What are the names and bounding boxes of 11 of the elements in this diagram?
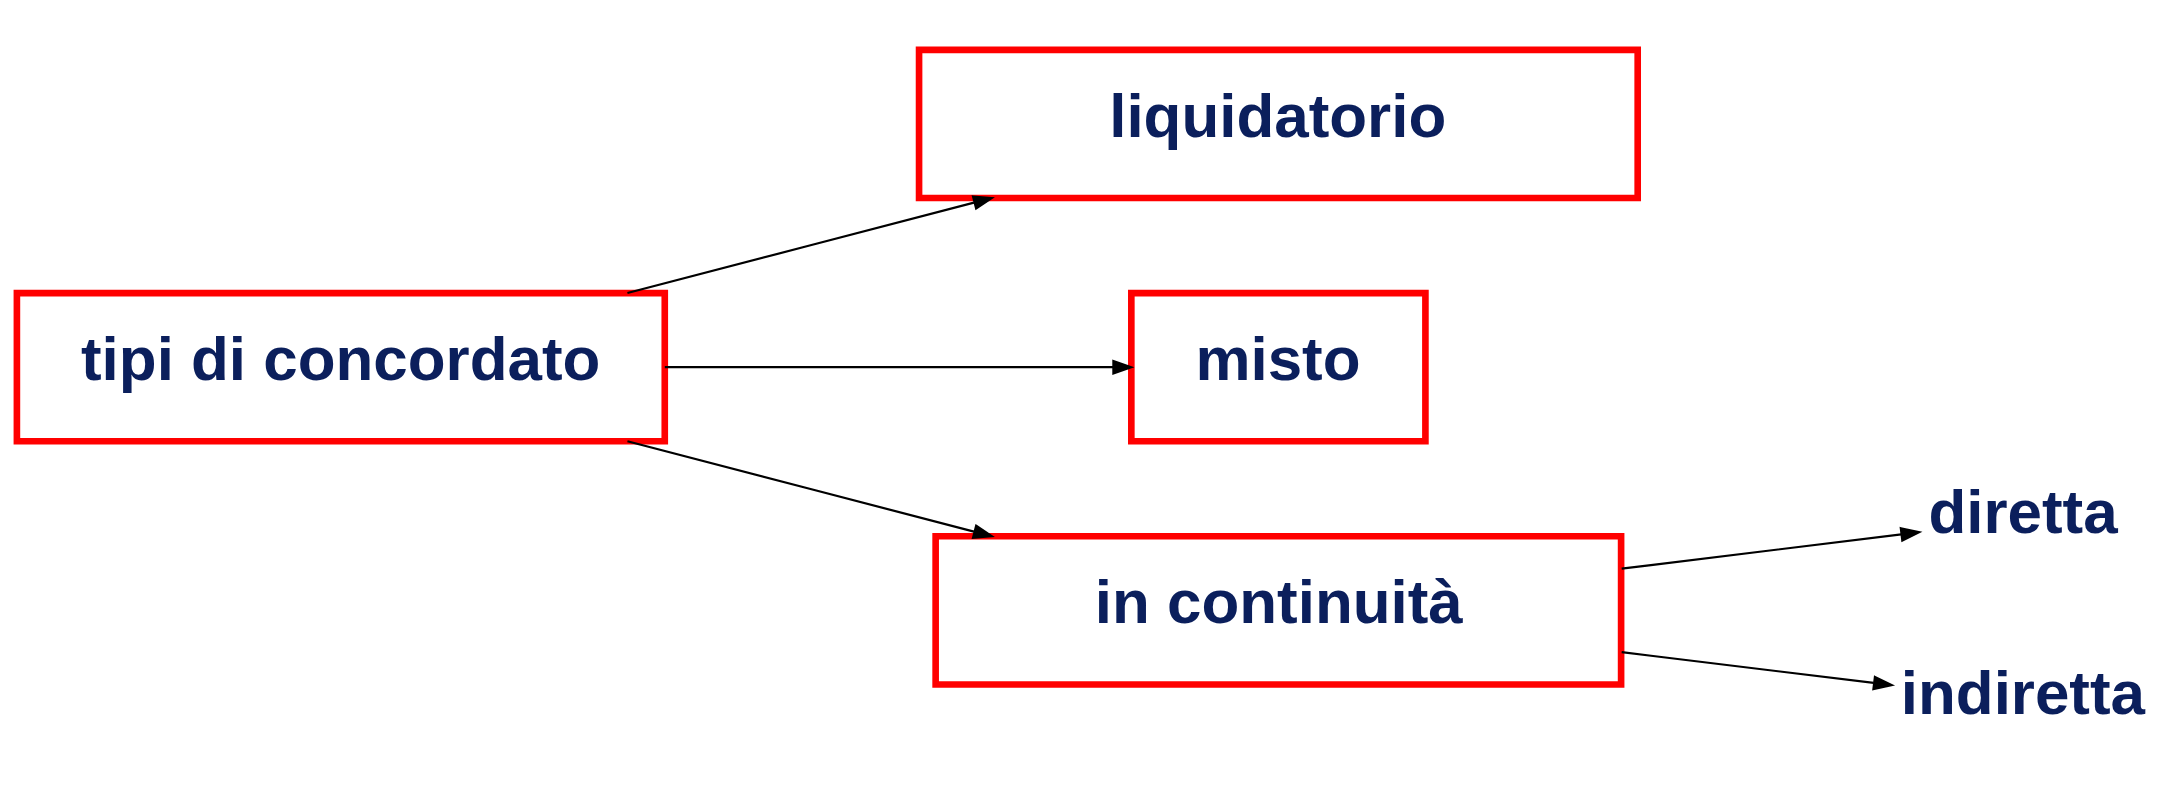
node-box: misto <box>1128 289 1429 445</box>
arrow <box>664 358 1135 375</box>
arrow <box>627 439 995 539</box>
node-text: indiretta <box>1900 657 2146 727</box>
node-box: liquidatorio <box>915 46 1641 201</box>
node-box: tipi di concordato <box>13 289 669 445</box>
arrow <box>1621 526 1923 570</box>
arrow <box>627 194 995 294</box>
node-box: in continuità <box>932 532 1625 688</box>
arrow <box>1621 650 1896 691</box>
node-text: diretta <box>1928 476 2118 546</box>
